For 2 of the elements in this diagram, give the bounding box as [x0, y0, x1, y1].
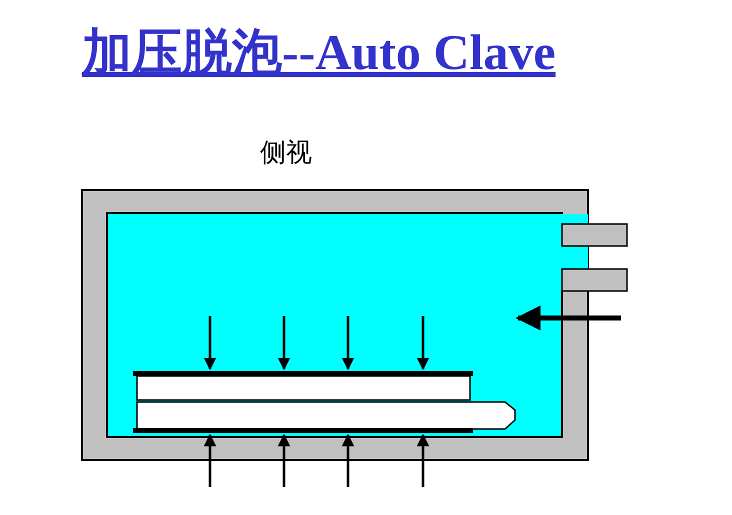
title-heading: 加压脱泡--Auto Clave	[82, 23, 556, 82]
view-label: 侧视	[260, 137, 312, 170]
